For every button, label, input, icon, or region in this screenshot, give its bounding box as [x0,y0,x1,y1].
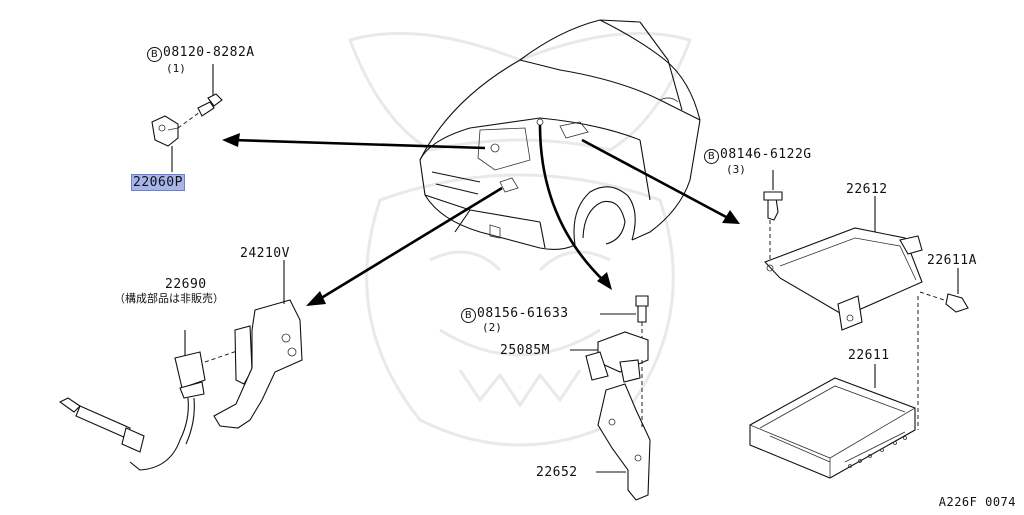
watermark-emblem [348,31,692,447]
oxygen-sensor-drawing [58,260,303,471]
bolt-mark-badge: B [704,149,719,164]
bolt-top-code: 08120-8282A [163,45,255,60]
bolt-mid-qty: (2) [482,321,502,334]
bolt-right-code: 08146-6122G [720,147,812,162]
oxygen-sensor-note: （構成部品は非販売） [114,292,224,305]
sensor-22060p-label[interactable]: 22060P [131,174,185,191]
map-sensor-assembly-drawing [570,295,651,501]
bracket-ecu-label[interactable]: 22612 [846,182,888,197]
bracket-o2-label[interactable]: 24210V [240,246,290,261]
bolt-mid-code: 08156-61633 [477,306,569,321]
diagram-reference-code: A226F 0074 [938,495,1016,509]
bolt-mark-badge: B [147,47,162,62]
ecu-assembly-drawing [749,170,969,479]
oxygen-sensor-label[interactable]: 22690 [165,277,207,292]
bolt-mark-badge: B [461,308,476,323]
ecu-label[interactable]: 22611 [848,348,890,363]
vehicle-outline [419,19,701,251]
bracket-mid-label[interactable]: 22652 [536,465,578,480]
sensor-22060p-drawing [151,64,223,172]
sensor-22060p-code-highlight: 22060P [131,174,185,191]
bolt-right-qty: (3) [726,163,746,176]
sensor-mid-label[interactable]: 25085M [500,343,550,358]
leader-arrows [222,124,740,306]
bolt-top-qty: (1) [166,62,186,75]
bolt-small-label[interactable]: 22611A [927,253,977,268]
